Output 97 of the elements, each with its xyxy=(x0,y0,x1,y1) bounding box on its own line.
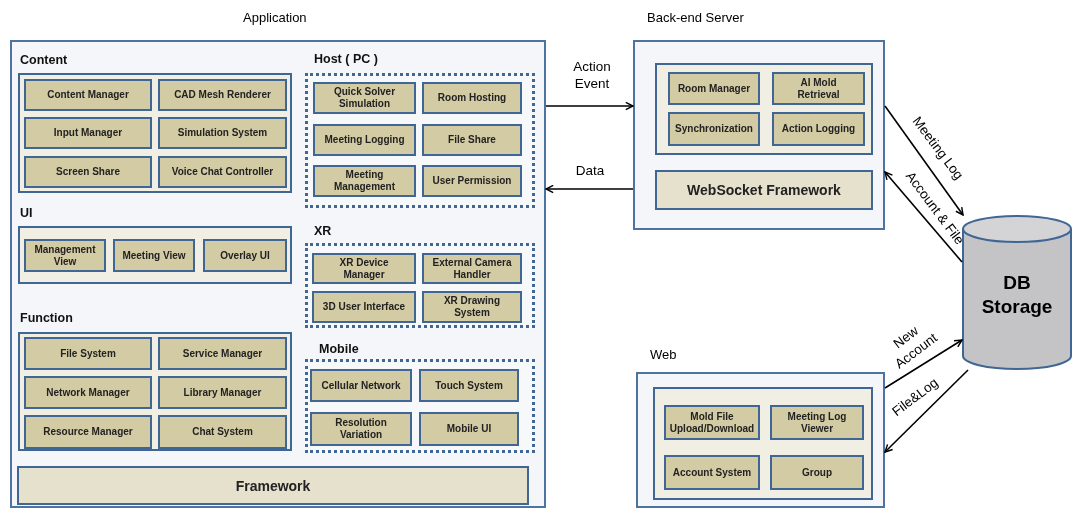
module-box xyxy=(24,117,152,149)
module-box xyxy=(313,165,416,197)
system-title: Web xyxy=(650,346,677,364)
module-label: Room Hosting xyxy=(436,92,508,104)
module-box xyxy=(24,337,152,370)
group-heading: Content xyxy=(20,52,68,69)
module-box xyxy=(158,117,287,149)
module-label: Simulation System xyxy=(176,127,269,139)
module-label: Account System xyxy=(671,466,753,479)
module-label: Cellular Network xyxy=(320,379,402,392)
module-box xyxy=(158,415,287,449)
arrow xyxy=(884,105,964,216)
module-box xyxy=(772,72,865,105)
module-label: Room Manager xyxy=(676,82,752,95)
module-box xyxy=(422,253,522,284)
component-panel xyxy=(655,63,873,155)
module-label: XR Drawing System xyxy=(442,295,502,319)
component-panel xyxy=(653,387,873,500)
module-box xyxy=(310,369,412,402)
module-box xyxy=(113,239,195,272)
group-heading: Mobile xyxy=(319,341,359,358)
module-label: Mold File Upload/Download xyxy=(668,410,756,435)
module-label: Content Manager xyxy=(46,89,130,101)
module-label: Meeting Management xyxy=(332,169,397,193)
module-label: Chat System xyxy=(191,426,254,438)
module-box xyxy=(158,156,287,188)
module-box xyxy=(668,112,760,146)
module-label: Network Manager xyxy=(45,386,131,399)
module-label: Input Manager xyxy=(52,127,124,139)
module-label: File System xyxy=(59,347,117,360)
module-label: Quick Solver Simulation xyxy=(332,86,397,110)
arrow xyxy=(884,339,963,389)
edge-label: Data xyxy=(574,161,606,179)
module-box xyxy=(419,412,519,446)
module-label: Library Manager xyxy=(182,386,263,399)
module-label: WebSocket Framework xyxy=(686,184,842,196)
system-title: Back-end Server xyxy=(647,9,744,27)
module-box xyxy=(664,455,760,490)
module-label: XR Device Manager xyxy=(338,256,390,281)
module-box xyxy=(668,72,760,105)
module-label: File Share xyxy=(447,134,497,146)
module-label: Overlay UI xyxy=(219,249,271,262)
module-box xyxy=(24,156,152,188)
node-label: DB Storage xyxy=(980,271,1054,319)
module-box xyxy=(24,79,152,111)
module-box xyxy=(422,124,522,156)
arrow xyxy=(884,369,969,453)
module-box xyxy=(24,239,106,272)
module-box xyxy=(24,415,152,449)
module-label: Voice Chat Controller xyxy=(170,166,275,178)
module-box xyxy=(312,253,416,284)
module-box xyxy=(24,376,152,409)
module-label: Touch System xyxy=(434,379,504,392)
group-heading: Host ( PC ) xyxy=(314,51,378,68)
module-box xyxy=(770,405,864,440)
module-box xyxy=(158,337,287,370)
module-box xyxy=(422,291,522,323)
arrow xyxy=(884,171,963,263)
module-label: Meeting Log Viewer xyxy=(786,410,848,435)
group-heading: UI xyxy=(20,205,33,222)
module-box xyxy=(422,165,522,197)
module-label: CAD Mesh Renderer xyxy=(173,89,272,101)
module-box xyxy=(312,291,416,323)
module-box xyxy=(419,369,519,402)
arrow xyxy=(545,184,634,194)
module-label: AI Mold Retrieval xyxy=(796,76,841,101)
module-label: User Permission xyxy=(431,175,513,187)
module-label: Synchronization xyxy=(674,123,754,135)
edge-label: Action Event xyxy=(572,58,612,92)
module-box xyxy=(770,455,864,490)
module-box xyxy=(158,376,287,409)
module-label: Framework xyxy=(234,479,312,492)
group-heading: Function xyxy=(20,310,73,327)
module-label: Mobile UI xyxy=(445,423,493,435)
module-box xyxy=(313,124,416,156)
module-box xyxy=(655,170,873,210)
module-box xyxy=(422,82,522,114)
system-title: Application xyxy=(243,9,307,27)
arrow xyxy=(545,101,634,111)
module-box xyxy=(17,466,529,505)
group-heading: XR xyxy=(314,223,332,240)
module-label: 3D User Interface xyxy=(321,301,407,313)
module-label: Group xyxy=(801,466,833,479)
module-box xyxy=(313,82,416,114)
module-box xyxy=(772,112,865,146)
module-label: Meeting Logging xyxy=(323,134,406,146)
module-label: External Camera Handler xyxy=(431,256,513,281)
module-label: Meeting View xyxy=(121,249,187,262)
module-label: Resource Manager xyxy=(42,426,134,438)
module-label: Resolution Variation xyxy=(334,417,388,441)
module-label: Service Manager xyxy=(181,347,264,360)
module-label: Screen Share xyxy=(55,166,121,178)
module-box xyxy=(158,79,287,111)
module-box xyxy=(203,239,287,272)
module-box xyxy=(310,412,412,446)
module-label: Management View xyxy=(33,243,97,268)
module-label: Action Logging xyxy=(780,123,857,135)
